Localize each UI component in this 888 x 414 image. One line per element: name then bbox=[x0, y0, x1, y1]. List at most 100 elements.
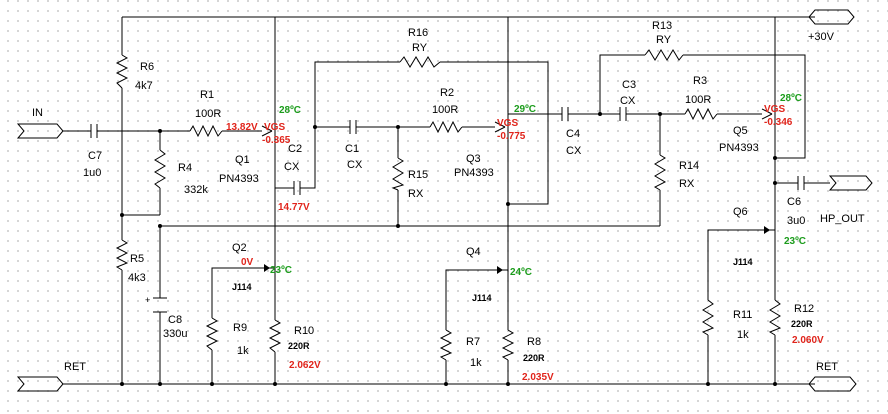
r15-name: R15 bbox=[408, 169, 428, 181]
r7-name: R7 bbox=[466, 336, 480, 348]
r4-name: R4 bbox=[178, 162, 192, 174]
r4-value: 332k bbox=[184, 184, 208, 196]
port-supply-connector bbox=[808, 9, 855, 25]
port-out-label: HP_OUT bbox=[820, 213, 865, 225]
q5-vgs-value: -0.346 bbox=[764, 117, 793, 128]
r15-value: RX bbox=[408, 188, 424, 200]
transistor-q2 bbox=[262, 258, 276, 278]
resistor-r3 bbox=[684, 107, 718, 121]
r8-value: 220R bbox=[523, 353, 545, 363]
svg-text:+: + bbox=[145, 295, 150, 305]
q1-gate-voltage: 13.82V bbox=[226, 122, 258, 133]
q5-temperature: 28ºC bbox=[780, 93, 802, 104]
resistor-r6 bbox=[115, 54, 129, 89]
resistor-r16 bbox=[399, 56, 441, 68]
resistor-r9 bbox=[205, 317, 219, 351]
r11-value: 1k bbox=[737, 329, 749, 341]
r14-name: R14 bbox=[679, 160, 699, 172]
r1-value: 100R bbox=[195, 108, 221, 120]
c4-value: CX bbox=[566, 145, 582, 157]
transistor-q1 bbox=[261, 110, 276, 150]
capacitor-c8: + bbox=[145, 295, 167, 313]
resistor-r15 bbox=[391, 157, 405, 191]
resistor-r10 bbox=[268, 319, 282, 353]
r2-name: R2 bbox=[440, 87, 454, 99]
capacitor-c7 bbox=[90, 124, 98, 138]
c8-name: C8 bbox=[168, 314, 182, 326]
c1-value: CX bbox=[347, 159, 363, 171]
r5-value: 4k3 bbox=[128, 272, 146, 284]
q1-name: Q1 bbox=[235, 154, 250, 166]
q5-name: Q5 bbox=[733, 125, 748, 137]
q6-temperature: 23ºC bbox=[784, 236, 806, 247]
q4-temperature: 24ºC bbox=[510, 267, 532, 278]
r9-value: 1k bbox=[237, 345, 249, 357]
r10-name: R10 bbox=[294, 325, 314, 337]
resistor-r11 bbox=[701, 299, 715, 336]
resistor-r12 bbox=[768, 299, 782, 336]
resistor-r5 bbox=[115, 239, 129, 271]
r6-value: 4k7 bbox=[135, 80, 153, 92]
r3-value: 100R bbox=[685, 94, 711, 106]
capacitor-c3 bbox=[619, 107, 627, 121]
c3-value: CX bbox=[620, 95, 636, 107]
resistor-r14 bbox=[653, 154, 667, 191]
r12-value: 220R bbox=[791, 319, 813, 329]
port-ret-right-label: RET bbox=[816, 361, 838, 373]
capacitor-c1 bbox=[349, 120, 357, 134]
c2-name: C2 bbox=[288, 143, 302, 155]
c2-value: CX bbox=[284, 161, 300, 173]
transistor-q6 bbox=[762, 200, 776, 235]
capacitor-c6 bbox=[797, 176, 805, 190]
port-out-connector bbox=[828, 175, 873, 191]
c2-node-voltage: 14.77V bbox=[278, 202, 310, 213]
r14-value: RX bbox=[679, 178, 695, 190]
q1-value: PN4393 bbox=[219, 173, 259, 185]
r10-value: 220R bbox=[288, 341, 310, 351]
q2-name: Q2 bbox=[232, 242, 247, 254]
q1-vgs-value: -0.365 bbox=[262, 135, 291, 146]
r1-name: R1 bbox=[200, 89, 214, 101]
q3-temperature: 29ºC bbox=[514, 104, 536, 115]
resistor-r4 bbox=[154, 149, 166, 189]
r12-name: R12 bbox=[794, 303, 814, 315]
r9-name: R9 bbox=[233, 322, 247, 334]
c7-value: 1u0 bbox=[83, 167, 101, 179]
r13-name: R13 bbox=[652, 20, 672, 32]
q3-value: PN4393 bbox=[454, 167, 494, 179]
r10-voltage: 2.062V bbox=[289, 360, 321, 371]
q1-temperature: 28ºC bbox=[279, 105, 301, 116]
r2-value: 100R bbox=[432, 104, 458, 116]
r13-value: RY bbox=[656, 34, 672, 46]
wires bbox=[63, 16, 830, 385]
c6-value: 3u0 bbox=[787, 215, 805, 227]
resistor-r13 bbox=[644, 49, 684, 61]
c4-name: C4 bbox=[566, 128, 580, 140]
r12-voltage: 2.060V bbox=[792, 335, 824, 346]
q2-temperature: 23ºC bbox=[270, 265, 292, 276]
transistor-q3 bbox=[494, 108, 509, 148]
port-supply-label: +30V bbox=[808, 31, 835, 43]
q3-vgs-label: VGS bbox=[497, 118, 518, 129]
resistor-r2 bbox=[429, 120, 463, 134]
q2-value: J114 bbox=[232, 282, 252, 292]
q2-gate-voltage: 0V bbox=[241, 257, 254, 268]
r16-name: R16 bbox=[408, 27, 428, 39]
q4-name: Q4 bbox=[466, 246, 481, 258]
c3-name: C3 bbox=[622, 79, 636, 91]
port-in-connector bbox=[16, 123, 64, 139]
junction-dots bbox=[120, 112, 777, 386]
c6-name: C6 bbox=[787, 196, 801, 208]
transistor-q5 bbox=[761, 98, 776, 130]
r11-name: R11 bbox=[733, 309, 752, 321]
r8-voltage: 2.035V bbox=[522, 372, 554, 383]
r3-name: R3 bbox=[693, 75, 707, 87]
c7-name: C7 bbox=[88, 150, 102, 162]
r5-name: R5 bbox=[130, 253, 144, 265]
q5-value: PN4393 bbox=[719, 142, 759, 154]
q5-vgs-label: VGS bbox=[764, 104, 785, 115]
port-ret-right-connector bbox=[808, 376, 857, 392]
r16-value: RY bbox=[412, 42, 428, 54]
